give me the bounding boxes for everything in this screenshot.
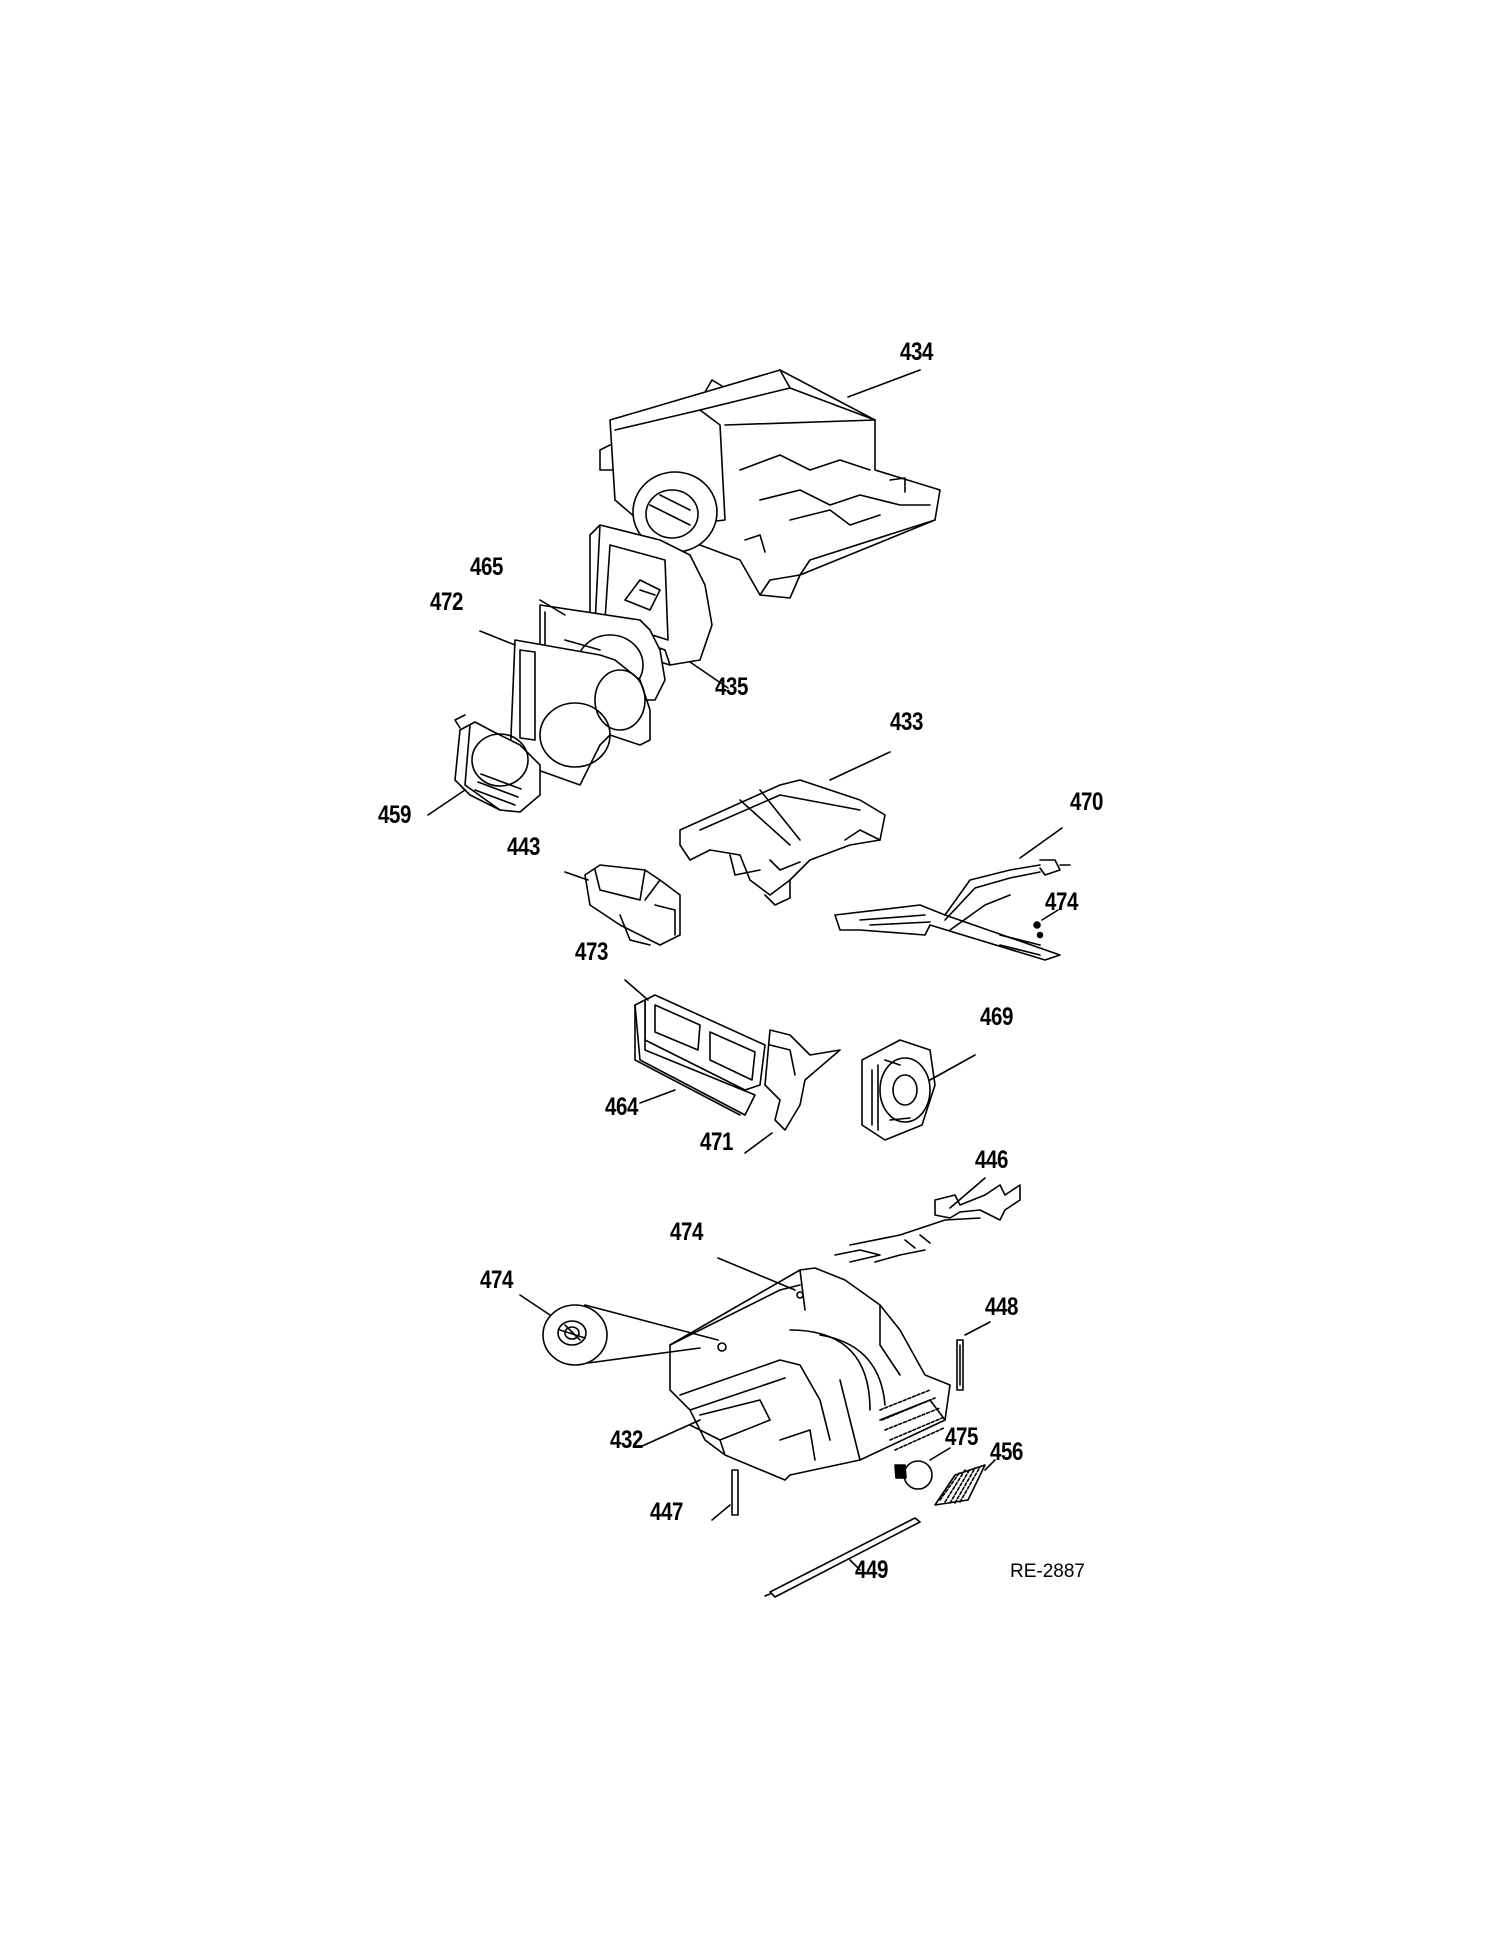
- part-471-seal: [745, 1030, 840, 1153]
- callout-474-upper: 474: [1045, 888, 1078, 916]
- callout-449: 449: [855, 1556, 888, 1584]
- callout-474-middle: 474: [670, 1218, 703, 1246]
- callout-472: 472: [430, 588, 463, 616]
- part-474-screw-upper: [1034, 910, 1058, 938]
- part-474-screw-middle: [718, 1258, 795, 1290]
- part-475-bulb: [895, 1448, 950, 1489]
- part-447-pin: [712, 1470, 738, 1520]
- part-470-heater: [835, 828, 1070, 960]
- callout-434: 434: [900, 338, 933, 366]
- part-474-wheel: [520, 1295, 718, 1365]
- part-456-grille: [935, 1460, 995, 1505]
- callout-464: 464: [605, 1093, 638, 1121]
- part-443-actuator: [565, 865, 680, 945]
- part-469-fan: [862, 1040, 975, 1140]
- callout-447: 447: [650, 1498, 683, 1526]
- part-449-shaft: [765, 1518, 920, 1597]
- callout-446: 446: [975, 1146, 1008, 1174]
- callout-465: 465: [470, 553, 503, 581]
- callout-474-left: 474: [480, 1266, 513, 1294]
- part-446-thermostat: [835, 1178, 1020, 1262]
- callout-432: 432: [610, 1426, 643, 1454]
- part-434-dispenser-housing: [600, 370, 940, 598]
- callout-443: 443: [507, 833, 540, 861]
- part-459-damper: [428, 715, 540, 815]
- part-448-rod: [957, 1322, 990, 1390]
- callout-471: 471: [700, 1128, 733, 1156]
- callout-448: 448: [985, 1293, 1018, 1321]
- part-432-housing: [640, 1268, 950, 1480]
- callout-433: 433: [890, 708, 923, 736]
- callout-475: 475: [945, 1423, 978, 1451]
- part-472-frame: [480, 631, 650, 785]
- callout-470: 470: [1070, 788, 1103, 816]
- callout-459: 459: [378, 801, 411, 829]
- part-464-panel: [635, 1000, 755, 1115]
- callout-456: 456: [990, 1438, 1023, 1466]
- callout-469: 469: [980, 1003, 1013, 1031]
- part-433-bracket: [680, 752, 890, 905]
- drawing-code: RE-2887: [1010, 1561, 1085, 1582]
- callout-435: 435: [715, 673, 748, 701]
- callout-473: 473: [575, 938, 608, 966]
